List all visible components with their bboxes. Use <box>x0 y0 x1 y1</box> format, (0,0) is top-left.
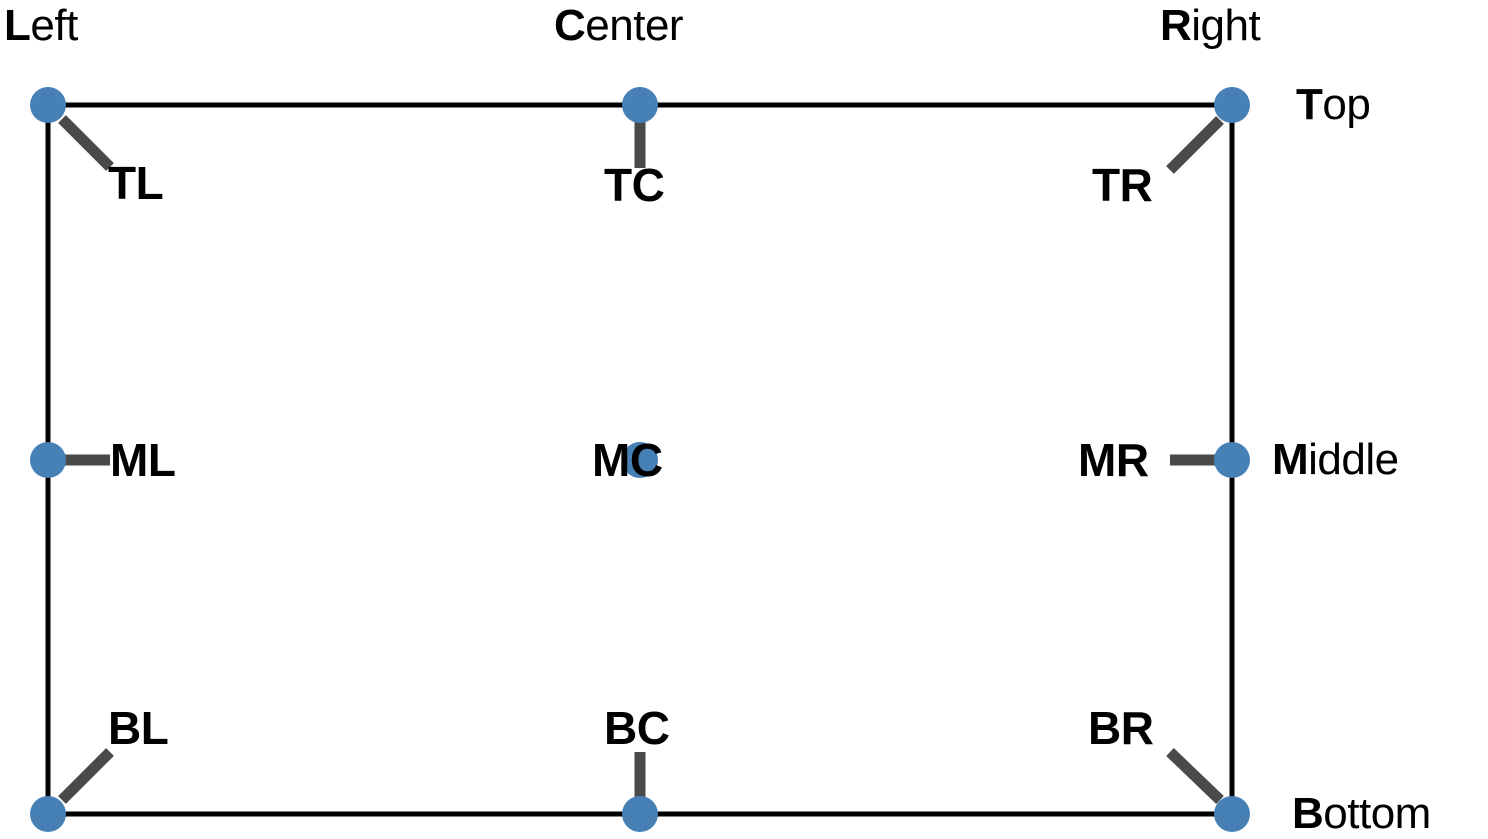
node-label-tc: TC <box>604 159 665 211</box>
row-header-top-rest: op <box>1322 80 1371 129</box>
row-header-bottom: Bottom <box>1292 792 1431 836</box>
node-label-bc: BC <box>604 702 670 754</box>
node-label-br: BR <box>1088 702 1154 754</box>
column-header-center: Center <box>554 1 684 50</box>
column-header-left: Left <box>4 4 78 48</box>
column-header-right-rest: ight <box>1191 1 1261 50</box>
row-header-middle: Middle <box>1272 438 1399 482</box>
node-label-ml: ML <box>110 434 176 486</box>
node-label-mc: MC <box>592 434 663 486</box>
row-header-top-cap: T <box>1296 80 1323 129</box>
node-label-mr: MR <box>1078 434 1149 486</box>
row-header-top: Top <box>1296 80 1371 129</box>
node-label-tr: TR <box>1092 159 1153 211</box>
node-label-tl: TL <box>108 157 164 209</box>
row-header-bottom-cap: B <box>1292 789 1324 838</box>
column-header-left-cap: L <box>4 1 31 50</box>
row-header-bottom-rest: ottom <box>1323 789 1431 838</box>
anchor-nodes <box>30 87 1250 832</box>
column-header-right-cap: R <box>1160 1 1192 50</box>
row-header-middle-cap: M <box>1272 435 1309 484</box>
column-header-right: Right <box>1160 1 1261 50</box>
node-label-bl: BL <box>108 702 169 754</box>
column-header-center-rest: enter <box>585 1 684 50</box>
leader-lines <box>58 115 1224 804</box>
column-header-center-cap: C <box>554 1 586 50</box>
row-header-middle-rest: iddle <box>1308 435 1399 484</box>
column-header-left-rest: eft <box>30 1 78 50</box>
